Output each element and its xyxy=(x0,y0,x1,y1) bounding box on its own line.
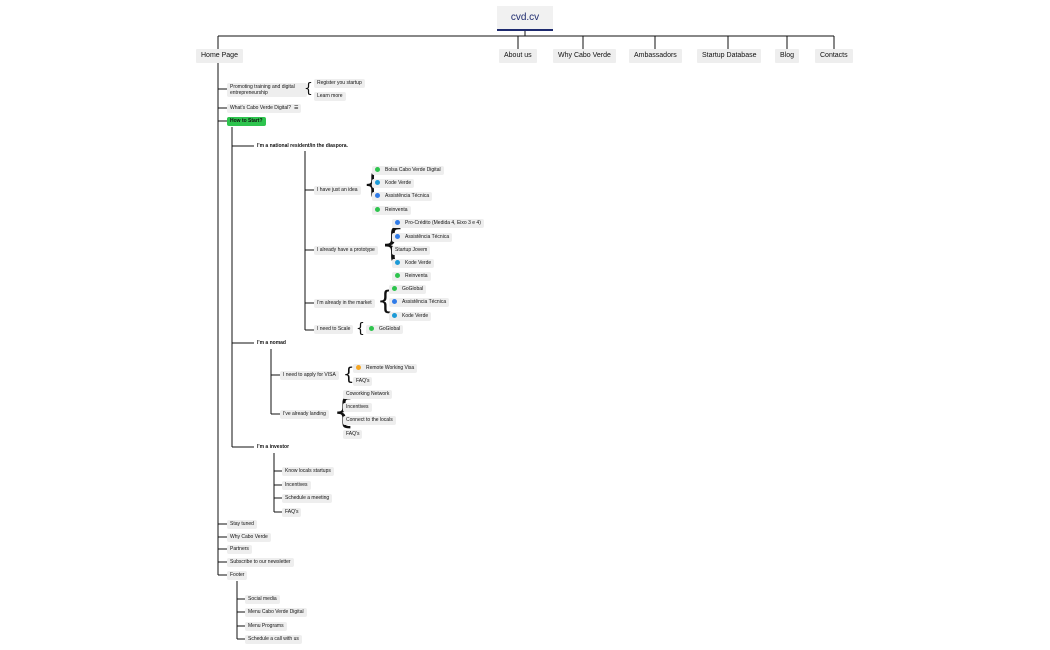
node-startup-jovem: Startup Jovem xyxy=(392,246,431,255)
green-dot-icon xyxy=(392,286,397,291)
node-coworking: Coworking Network xyxy=(343,390,393,399)
nav-startup-database: Startup Database xyxy=(697,49,762,63)
brace: { xyxy=(304,81,313,97)
blue-dot-icon xyxy=(395,234,400,239)
orange-dot-icon xyxy=(356,365,361,370)
blue-dot-icon xyxy=(392,299,397,304)
cyan-dot-icon xyxy=(395,260,400,265)
brace: { xyxy=(377,286,394,316)
green-dot-icon xyxy=(369,326,374,331)
node-assistencia: Assistência Técnica xyxy=(372,192,433,201)
brace: { xyxy=(343,364,355,385)
node-reinventa: Reinventa xyxy=(392,272,431,281)
node-just-idea: I have just an idea xyxy=(314,186,361,195)
node-register-startup: Register you startup xyxy=(314,79,365,88)
green-dot-icon xyxy=(395,273,400,278)
node-faqs: FAQ's xyxy=(282,508,302,517)
node-stay-tuned: Stay tuned xyxy=(227,520,257,529)
node-already-landing: I've already landing xyxy=(280,410,329,419)
node-connect-locals: Connect to the locals xyxy=(343,416,396,425)
node-apply-visa: I need to apply for VISA xyxy=(280,371,339,380)
node-resident: I'm a national resident/in the diaspora. xyxy=(257,143,348,149)
node-goglobal: GoGlobal xyxy=(366,325,404,334)
node-subscribe: Subscribe to our newsletter xyxy=(227,558,294,567)
node-know-startups: Know locals startups xyxy=(282,467,334,476)
green-dot-icon xyxy=(375,167,380,172)
node-prototype: I already have a prototype xyxy=(314,246,378,255)
node-pro-credito: Pro-Crédito (Medida 4, Eixo 3 e 4) xyxy=(392,219,484,228)
node-reinventa: Reinventa xyxy=(372,206,411,215)
nav-contacts: Contacts xyxy=(815,49,853,63)
root-node: cvd.cv xyxy=(497,6,553,31)
nav-home-page: Home Page xyxy=(196,49,243,63)
cyan-dot-icon xyxy=(375,180,380,185)
green-dot-icon xyxy=(375,207,380,212)
brace: { xyxy=(356,321,365,337)
blue-dot-icon xyxy=(395,220,400,225)
nav-blog: Blog xyxy=(775,49,800,63)
node-schedule-meeting: Schedule a meeting xyxy=(282,494,333,503)
brace: { xyxy=(380,221,406,267)
node-nomad: I'm a nomad xyxy=(257,340,286,346)
node-investor: I'm a investor xyxy=(257,444,290,450)
node-kode-verde: Kode Verde xyxy=(372,179,415,188)
node-promoting: Promoting training and digital entrepren… xyxy=(227,83,307,97)
node-whats-cvd: What's Cabo Verde Digital?☰ xyxy=(227,104,302,113)
node-learn-more: Learn more xyxy=(314,92,346,101)
node-menu-cvd: Menu Cabo Verde Digital xyxy=(245,608,307,617)
node-goglobal: GoGlobal xyxy=(389,285,427,294)
blue-dot-icon xyxy=(375,193,380,198)
node-footer: Footer xyxy=(227,571,248,580)
node-faqs: FAQ's xyxy=(353,377,373,386)
node-kode-verde: Kode Verde xyxy=(392,259,435,268)
nav-ambassadors: Ambassadors xyxy=(629,49,682,63)
document-icon: ☰ xyxy=(294,105,299,111)
nav-why-cabo-verde: Why Cabo Verde xyxy=(553,49,616,63)
node-bolsa: Bolsa Cabo Verde Digital xyxy=(372,166,444,175)
node-assistencia: Assistência Técnica xyxy=(389,298,450,307)
node-how-to-start: How to Start? xyxy=(227,117,266,126)
node-incentives: Incentives xyxy=(343,403,372,412)
node-in-market: I'm already in the market xyxy=(314,299,375,308)
node-need-scale: I need to Scale xyxy=(314,325,354,334)
node-remote-visa: Remote Working Visa xyxy=(353,364,418,373)
node-incentives: Incentives xyxy=(282,481,311,490)
node-faqs: FAQ's xyxy=(343,430,363,439)
cyan-dot-icon xyxy=(392,313,397,318)
node-why-cabo-verde: Why Cabo Verde xyxy=(227,533,271,542)
node-schedule-call: Schedule a call with us xyxy=(245,635,302,644)
nav-about-us: About us xyxy=(499,49,537,63)
node-social-media: Social media xyxy=(245,595,280,604)
node-menu-programs: Menu Programs xyxy=(245,622,287,631)
node-assistencia: Assistência Técnica xyxy=(392,233,453,242)
node-kode-verde: Kode Verde xyxy=(389,312,432,321)
node-partners: Partners xyxy=(227,545,252,554)
